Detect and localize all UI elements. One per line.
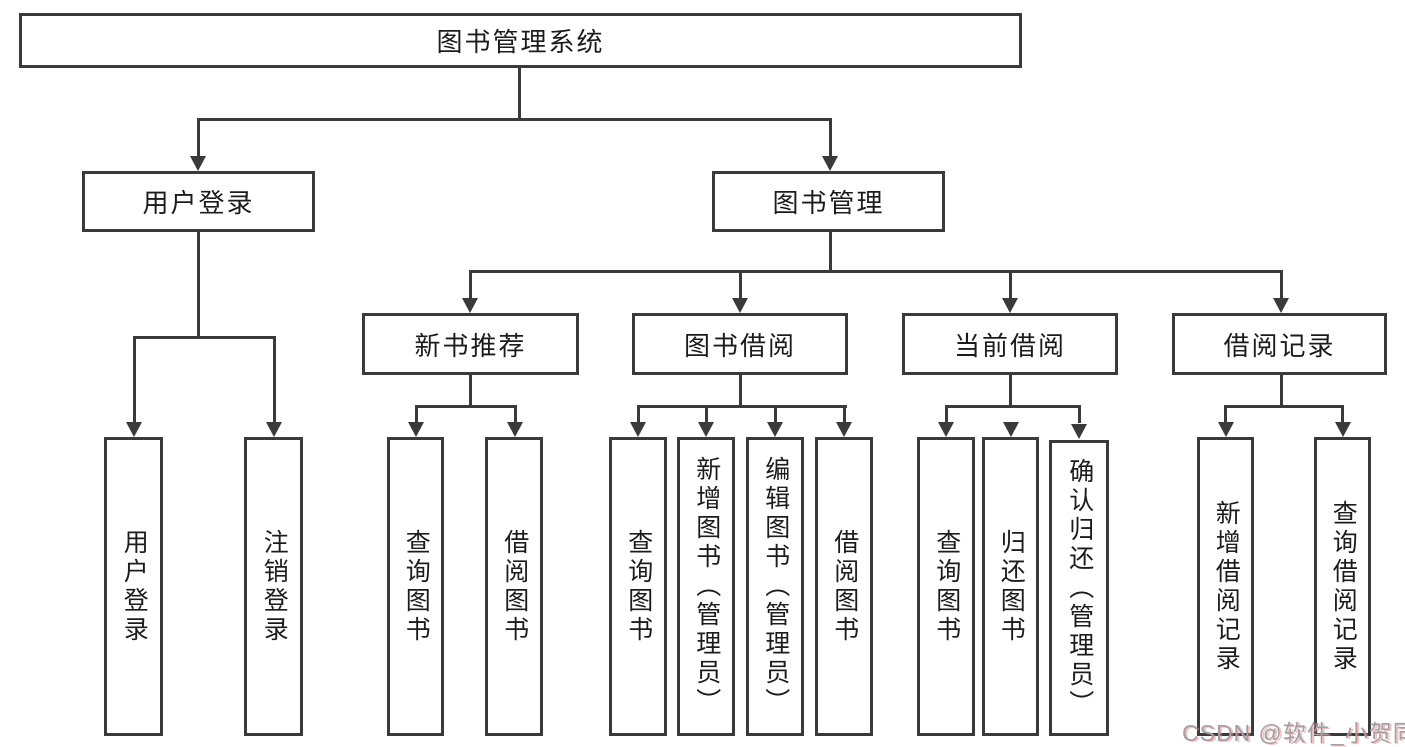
arrow-down-icon [767,422,783,437]
arrow-down-icon [1218,422,1234,437]
leaf-query-books-2: 查询图书 [609,437,667,736]
arrow-down-icon [822,156,838,171]
connector-line [1009,375,1012,405]
connector-line [1280,270,1283,300]
arrow-down-icon [698,422,714,437]
arrow-down-icon [732,298,748,313]
arrow-down-icon [630,422,646,437]
connector-line [945,405,948,423]
arrow-down-icon [462,298,478,313]
node-book-management: 图书管理 [712,171,945,232]
connector-line [273,336,276,424]
arrow-down-icon [1335,422,1351,437]
connector-line [133,336,136,424]
leaf-borrow-books-2: 借阅图书 [815,437,873,736]
arrow-down-icon [1071,424,1087,439]
leaf-return-books: 归还图书 [982,437,1039,736]
leaf-query-books-1: 查询图书 [387,437,444,736]
leaf-edit-book-admin: 编辑图书（管理员） [746,437,804,736]
connector-line [739,270,742,300]
connector-line [1224,405,1344,408]
node-user-login: 用户登录 [82,171,315,232]
connector-line [1009,270,1012,300]
leaf-logout: 注销登录 [244,437,303,736]
connector-line [843,405,846,423]
arrow-down-icon [507,422,523,437]
arrow-down-icon [408,422,424,437]
connector-line [518,68,521,118]
connector-line [469,270,472,300]
leaf-confirm-return-admin: 确认归还（管理员） [1049,440,1109,736]
leaf-user-login: 用户登录 [104,437,163,736]
node-borrow-records: 借阅记录 [1172,313,1387,375]
connector-line [415,405,418,423]
connector-line [739,375,742,405]
node-current-borrow: 当前借阅 [902,313,1118,375]
connector-line [197,118,200,158]
connector-line [197,232,200,336]
connector-line [1078,405,1081,423]
leaf-query-books-3: 查询图书 [917,437,975,736]
connector-line [1280,375,1283,405]
connector-line [469,270,1283,273]
leaf-query-borrow-record: 查询借阅记录 [1314,437,1371,736]
arrow-down-icon [1002,298,1018,313]
arrow-down-icon [1003,422,1019,437]
connector-line [1224,405,1227,423]
node-book-borrow: 图书借阅 [632,313,848,375]
connector-line [774,405,777,423]
connector-line [514,405,517,423]
arrow-down-icon [190,156,206,171]
connector-line [945,405,1081,408]
connector-line [415,405,517,408]
connector-line [197,118,832,121]
arrow-down-icon [836,422,852,437]
connector-line [705,405,708,423]
node-new-book-recommend: 新书推荐 [362,313,579,375]
connector-line [637,405,847,408]
leaf-borrow-books-1: 借阅图书 [485,437,543,736]
arrow-down-icon [1273,298,1289,313]
connector-line [133,336,276,339]
arrow-down-icon [126,422,142,437]
leaf-add-book-admin: 新增图书（管理员） [677,437,735,736]
leaf-add-borrow-record: 新增借阅记录 [1197,437,1254,736]
connector-line [469,375,472,405]
connector-line [637,405,640,423]
node-root: 图书管理系统 [19,13,1022,68]
arrow-down-icon [938,422,954,437]
connector-line [829,232,832,270]
connector-line [1341,405,1344,423]
csdn-watermark: CSDN @软件_小贺同学 [1182,720,1405,746]
connector-line [829,118,832,158]
arrow-down-icon [266,422,282,437]
